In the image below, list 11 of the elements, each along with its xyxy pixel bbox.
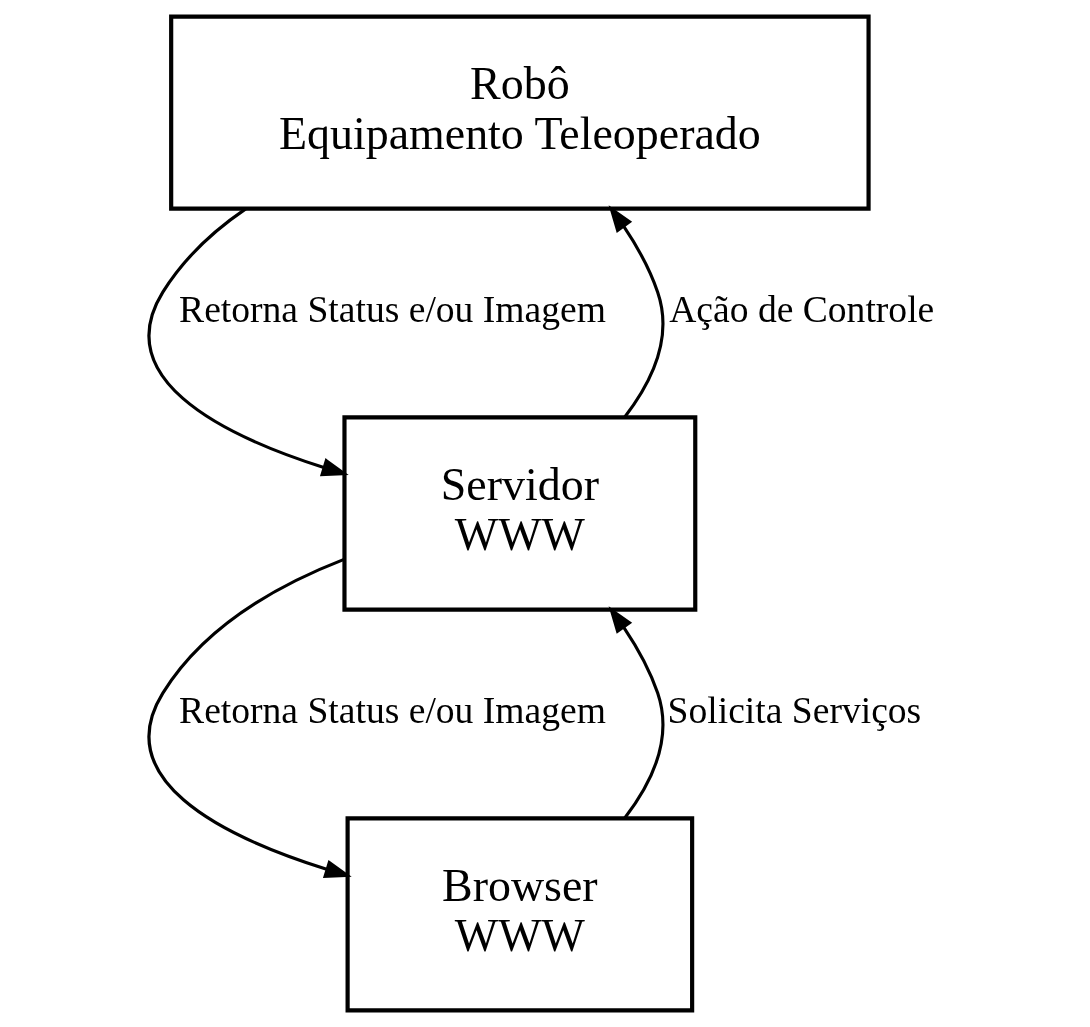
arrow — [608, 205, 665, 418]
arrow — [608, 606, 665, 819]
node-box: Browser WWW — [345, 816, 695, 1013]
edge-label: Solicita Serviços — [667, 690, 922, 732]
node-box: Servidor WWW — [342, 415, 698, 612]
node-box: Robô Equipamento Teleoperado — [169, 14, 871, 211]
arrow — [147, 557, 352, 879]
edge-label: Ação de Controle — [669, 289, 935, 331]
edge-label: Retorna Status e/ou Imagem — [179, 289, 606, 331]
edge-label: Retorna Status e/ou Imagem — [179, 690, 606, 732]
arrow — [147, 207, 349, 477]
